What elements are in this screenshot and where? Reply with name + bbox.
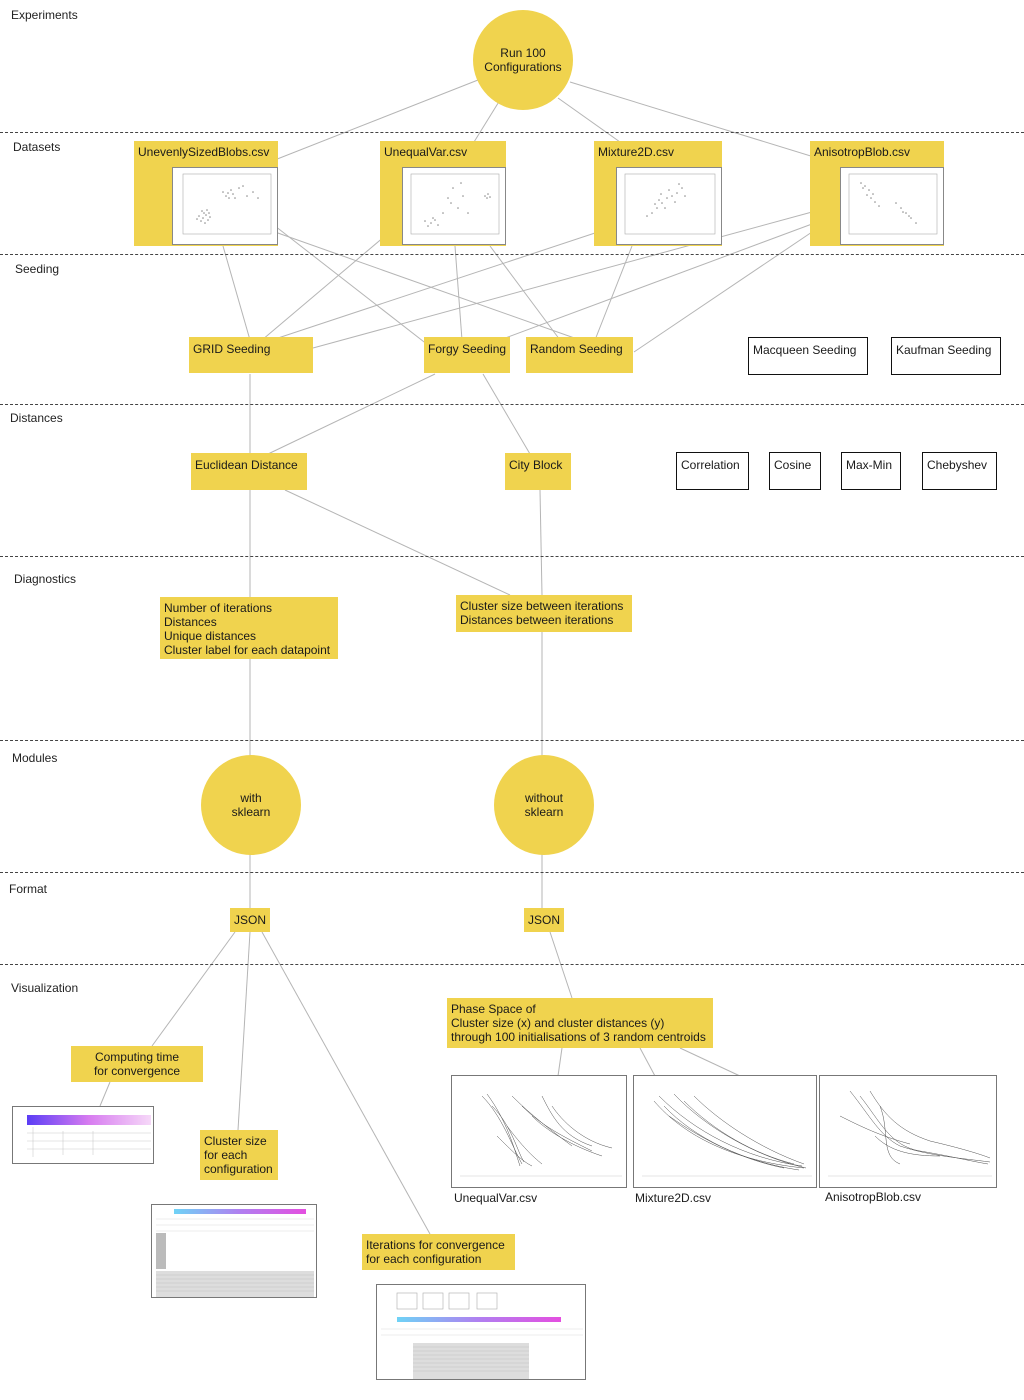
iterations-thumbnail xyxy=(376,1284,586,1380)
scatter-thumbnail xyxy=(402,167,506,245)
distance-node-city-block: City Block xyxy=(505,453,571,490)
format-node-json-left: JSON xyxy=(230,908,270,932)
section-label-format: Format xyxy=(9,882,48,896)
scatter-thumbnail xyxy=(172,167,278,245)
seeding-node-kaufman: Kaufman Seeding xyxy=(891,337,1001,375)
phase-caption-anisotrop-blob: AnisotropBlob.csv xyxy=(825,1190,922,1204)
section-label-datasets: Datasets xyxy=(13,140,61,154)
section-label-diagnostics: Diagnostics xyxy=(14,572,77,586)
diagnostics-node-cluster-size: Cluster size between iterations Distance… xyxy=(456,595,632,632)
dataset-label: Mixture2D.csv xyxy=(598,145,675,159)
section-label-modules: Modules xyxy=(12,751,58,765)
module-node-without-sklearn: without sklearn xyxy=(494,755,594,855)
divider xyxy=(0,404,1024,405)
dataset-label: UnevenlySizedBlobs.csv xyxy=(138,145,270,159)
viz-node-computing-time: Computing time for convergence xyxy=(71,1046,203,1082)
divider xyxy=(0,964,1024,965)
phase-caption-mixture-2d: Mixture2D.csv xyxy=(635,1191,712,1205)
divider xyxy=(0,254,1024,255)
seeding-node-macqueen: Macqueen Seeding xyxy=(748,337,868,375)
dataset-node-mixture-2d: Mixture2D.csv xyxy=(594,141,722,246)
distance-node-cosine: Cosine xyxy=(769,452,821,490)
format-node-json-right: JSON xyxy=(524,908,564,932)
phase-space-plot-anisotrop-blob xyxy=(819,1075,997,1188)
divider xyxy=(0,740,1024,741)
distance-node-correlation: Correlation xyxy=(676,452,749,490)
phase-caption-unequal-var: UnequalVar.csv xyxy=(454,1191,538,1205)
dataset-node-anisotrop-blob: AnisotropBlob.csv xyxy=(810,141,944,246)
dataset-node-unevenly-sized-blobs: UnevenlySizedBlobs.csv xyxy=(134,141,278,246)
root-node-run-configurations: Run 100 Configurations xyxy=(473,10,573,110)
computing-time-thumbnail xyxy=(12,1106,154,1164)
dataset-label: UnequalVar.csv xyxy=(384,145,468,159)
section-label-seeding: Seeding xyxy=(15,262,60,276)
seeding-node-grid: GRID Seeding xyxy=(189,337,313,373)
viz-node-iterations: Iterations for convergence for each conf… xyxy=(362,1234,515,1270)
seeding-node-random: Random Seeding xyxy=(526,337,633,373)
divider xyxy=(0,872,1024,873)
viz-node-phase-space: Phase Space of Cluster size (x) and clus… xyxy=(447,998,713,1048)
distance-node-chebyshev: Chebyshev xyxy=(922,452,997,490)
phase-space-plot-unequal-var xyxy=(451,1075,627,1188)
diagnostics-node-iterations: Number of iterations Distances Unique di… xyxy=(160,597,338,659)
seeding-node-forgy: Forgy Seeding xyxy=(424,337,510,373)
divider xyxy=(0,556,1024,557)
cluster-size-thumbnail xyxy=(151,1204,317,1298)
scatter-thumbnail xyxy=(616,167,722,245)
section-label-distances: Distances xyxy=(10,411,63,425)
module-node-with-sklearn: with sklearn xyxy=(201,755,301,855)
distance-node-euclidean: Euclidean Distance xyxy=(191,453,307,490)
section-label-visualization: Visualization xyxy=(11,981,79,995)
viz-node-cluster-size: Cluster size for each configuration xyxy=(200,1130,278,1180)
section-label-experiments: Experiments xyxy=(11,8,78,22)
distance-node-max-min: Max-Min xyxy=(841,452,901,490)
dataset-label: AnisotropBlob.csv xyxy=(814,145,911,159)
divider xyxy=(0,132,1024,133)
phase-space-plot-mixture-2d xyxy=(633,1075,817,1188)
dataset-node-unequal-var: UnequalVar.csv xyxy=(380,141,506,246)
scatter-thumbnail xyxy=(840,167,944,245)
